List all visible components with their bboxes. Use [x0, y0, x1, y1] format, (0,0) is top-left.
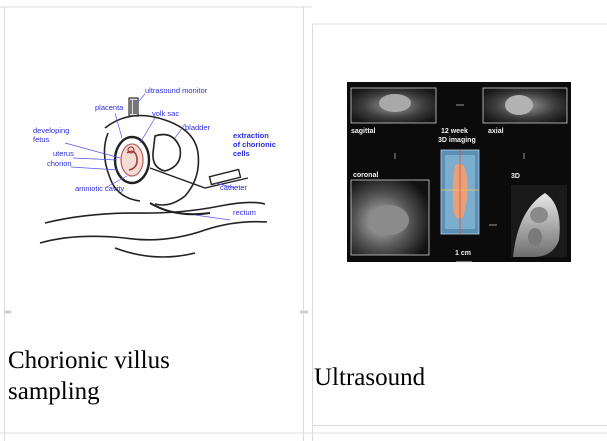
caption-cvs-line-2: sampling: [8, 376, 298, 407]
label-3d: 3D: [511, 173, 520, 180]
label-uterus: uterus: [53, 149, 74, 158]
label-coronal: coronal: [353, 172, 378, 179]
label-axial: axial: [488, 128, 504, 135]
sagittal-scan-icon: [351, 88, 436, 123]
label-amniotic-cavity: amniotic cavity: [75, 184, 124, 193]
label-ultrasound-monitor: ultrasound monitor: [145, 86, 208, 95]
label-sagittal: sagittal: [351, 128, 376, 135]
ultrasound-3d-collage-icon[interactable]: sagittal axial 12 week 3D imaging corona…: [313, 25, 607, 285]
caption-ultrasound: Ultrasound: [314, 362, 604, 393]
label-12-week: 12 week: [441, 128, 468, 135]
label-extraction-3: cells: [233, 149, 250, 158]
3d-volume-icon: [441, 150, 479, 234]
label-3d-imaging: 3D imaging: [438, 137, 476, 144]
label-chorion: chorion: [47, 159, 72, 168]
gallery-item-cvs: ultrasound monitor placenta yolk sac bla…: [5, 8, 303, 433]
label-rectum: rectum: [233, 208, 256, 217]
caption-cvs: Chorionic villus sampling: [8, 345, 298, 407]
coronal-scan-icon: [351, 180, 429, 255]
label-bladder: bladder: [185, 123, 211, 132]
ultrasound-probe-icon: [129, 98, 138, 116]
caption-cvs-line-1: Chorionic villus: [8, 345, 298, 376]
3d-render-icon: [511, 185, 567, 257]
label-scale: 1 cm: [455, 250, 471, 257]
gallery-item-ultrasound: sagittal axial 12 week 3D imaging corona…: [313, 25, 607, 425]
label-extraction-1: extraction: [233, 131, 269, 140]
bladder-icon: [153, 135, 181, 172]
label-developing: developing: [33, 126, 69, 135]
cvs-diagram-icon[interactable]: ultrasound monitor placenta yolk sac bla…: [5, 8, 303, 308]
axial-scan-icon: [483, 88, 567, 123]
label-extraction-2: of chorionic: [233, 140, 276, 149]
label-placenta: placenta: [95, 103, 124, 112]
label-fetus: fetus: [33, 135, 50, 144]
uterus-icon: [115, 137, 149, 183]
label-catheter: catheter: [220, 183, 248, 192]
label-yolk-sac: yolk sac: [152, 109, 179, 118]
caption-ultrasound-line-1: Ultrasound: [314, 362, 604, 393]
